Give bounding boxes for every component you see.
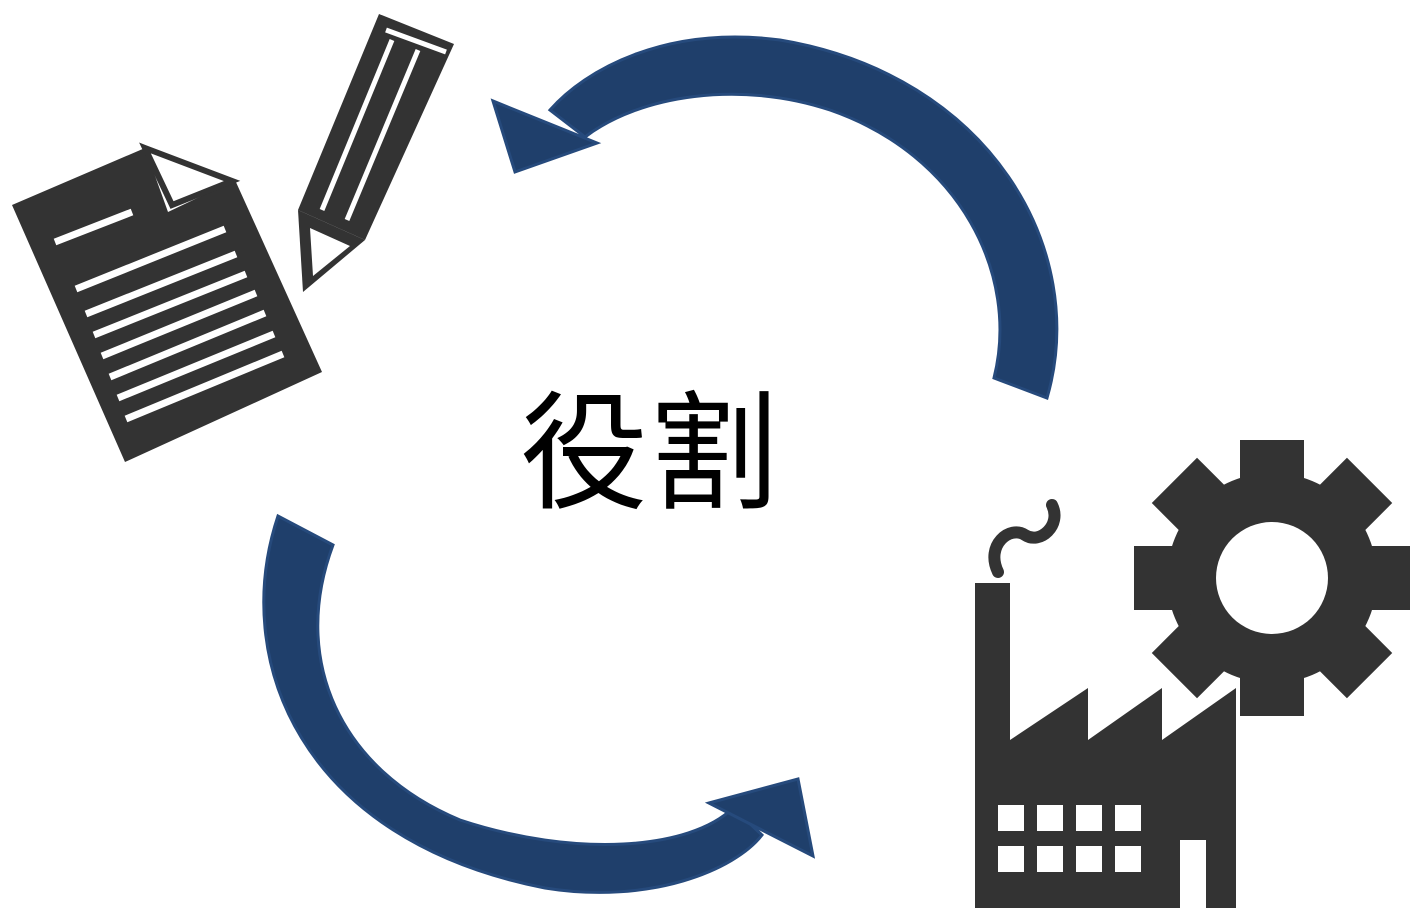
pencil-tip-highlight xyxy=(310,228,350,276)
curved-arrow-top xyxy=(490,35,1059,400)
arrow-bottom-head xyxy=(704,777,816,859)
document-with-pencil-icon xyxy=(12,14,454,462)
pencil-stripes xyxy=(319,27,447,221)
factory-with-gear-icon xyxy=(975,440,1410,908)
factory-windows xyxy=(998,805,1141,872)
gear-teeth xyxy=(1134,440,1410,716)
gear-hole xyxy=(1216,522,1328,634)
pencil-body xyxy=(298,14,454,240)
factory-icon xyxy=(975,499,1236,908)
factory-smoke xyxy=(988,499,1061,578)
document-fold-corner xyxy=(139,142,241,209)
arrow-top-body xyxy=(547,35,1059,400)
curved-arrow-bottom xyxy=(262,513,816,894)
factory-door xyxy=(1180,840,1206,908)
document-icon xyxy=(12,142,322,462)
arrow-bottom-body xyxy=(262,513,765,894)
arrow-top-head xyxy=(490,98,602,174)
gear-icon xyxy=(1134,440,1410,716)
document-text-lines xyxy=(53,208,285,423)
pencil-icon xyxy=(298,14,454,292)
center-title: 役割 xyxy=(519,380,780,529)
